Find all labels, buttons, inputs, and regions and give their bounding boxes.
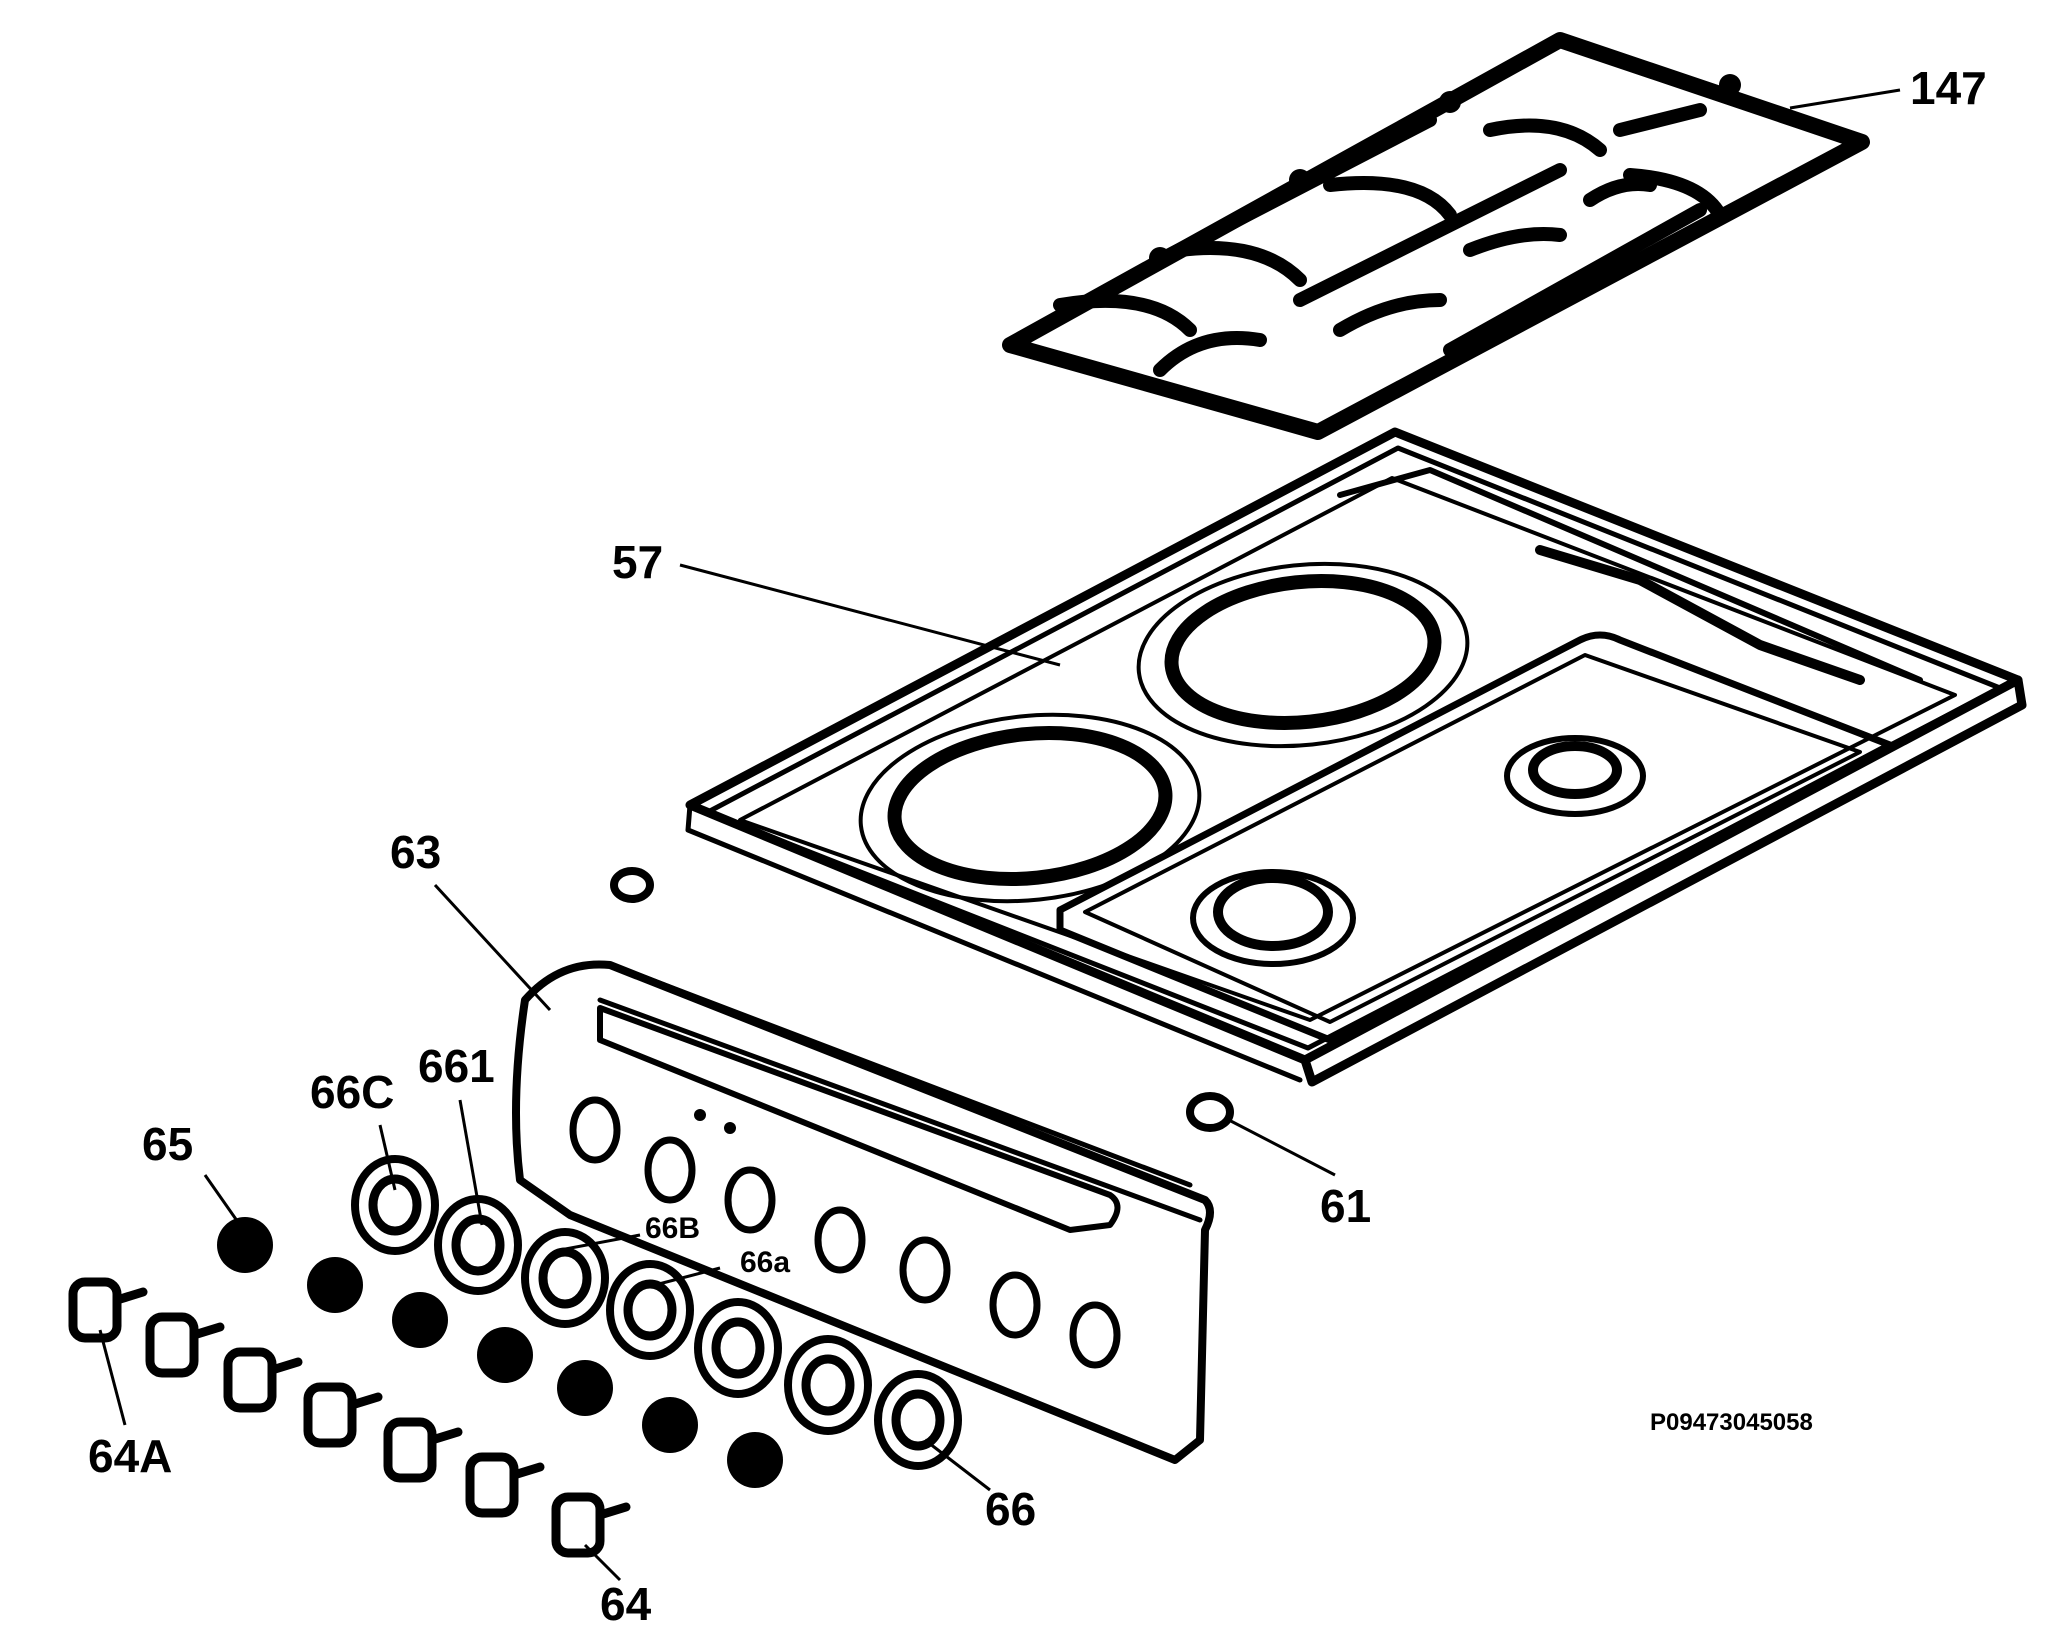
label-63: 63 [390, 826, 441, 878]
pan-support-grid [1002, 32, 1870, 440]
label-57: 57 [612, 536, 663, 588]
label-147: 147 [1910, 62, 1987, 114]
leader-lines [98, 88, 1901, 1582]
label-65: 65 [142, 1118, 193, 1170]
label-66b: 66B [645, 1212, 700, 1245]
label-66c: 66C [310, 1066, 394, 1118]
control-panel [512, 960, 1214, 1464]
hob-top-plate [685, 427, 2027, 1087]
label-66: 66 [985, 1483, 1036, 1535]
part-code: P09473045058 [1650, 1409, 1813, 1436]
control-knobs [68, 1277, 631, 1558]
hob-clip [610, 867, 654, 903]
label-64a: 64A [88, 1430, 172, 1482]
spindle-caps [217, 1217, 783, 1488]
label-661: 661 [418, 1040, 495, 1092]
panel-knob-holes [569, 1096, 1121, 1369]
fixing-screw [1186, 1092, 1234, 1132]
label-64: 64 [600, 1578, 652, 1630]
label-66a: 66a [740, 1246, 790, 1279]
label-61: 61 [1320, 1180, 1371, 1232]
